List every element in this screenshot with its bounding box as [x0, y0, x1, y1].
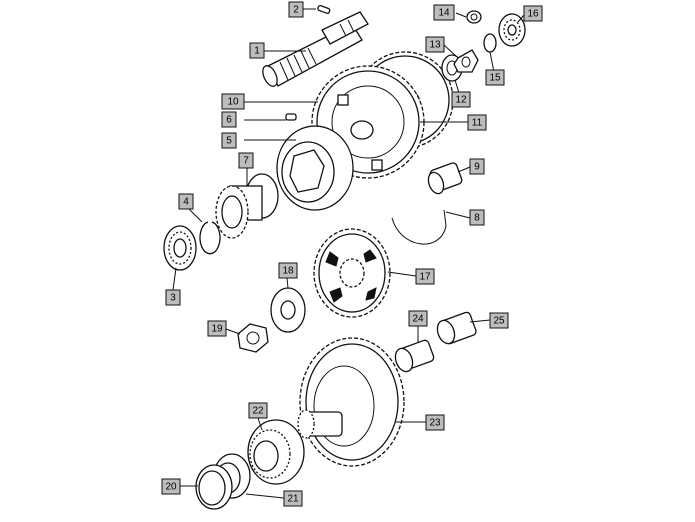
callout-13: 13	[425, 36, 445, 53]
callouts: 1 2 3 4 5 6 7 8 9 10 11 12 13 14 15 16 1…	[161, 1, 543, 507]
callout-label: 6	[226, 115, 232, 126]
part-thrust-washer	[270, 287, 306, 333]
callout-label: 4	[183, 197, 189, 208]
callout-label: 18	[282, 266, 294, 277]
leader-lines	[172, 8, 525, 499]
callout-label: 21	[287, 494, 299, 505]
callout-23: 23	[425, 414, 445, 431]
callout-4: 4	[178, 193, 194, 210]
part-clutch-hub	[276, 125, 354, 211]
callout-10: 10	[221, 93, 245, 110]
callout-label: 14	[438, 8, 450, 19]
callout-label: 13	[429, 40, 441, 51]
callout-16: 16	[523, 5, 543, 22]
callout-3: 3	[165, 289, 181, 306]
callout-24: 24	[408, 310, 428, 327]
callout-label: 10	[227, 97, 239, 108]
callout-label: 23	[429, 418, 441, 429]
callout-label: 11	[472, 118, 483, 129]
part-washer-15	[483, 33, 497, 53]
part-sprocket	[313, 228, 391, 318]
part-needle-bearing-24	[394, 339, 435, 373]
part-pin	[285, 113, 297, 121]
callout-18: 18	[278, 262, 298, 279]
callout-21: 21	[283, 490, 303, 507]
callout-label: 16	[527, 9, 539, 20]
part-washer-14	[466, 10, 482, 24]
callout-label: 25	[493, 316, 505, 327]
part-ball-bearing	[247, 419, 305, 485]
part-outer-race	[195, 464, 233, 510]
callout-label: 7	[243, 156, 249, 167]
part-wire-clip	[391, 209, 447, 245]
part-large-gear-shaft	[297, 337, 405, 467]
callout-9: 9	[469, 158, 485, 175]
callout-label: 8	[474, 213, 480, 224]
callout-14: 14	[433, 4, 455, 21]
callout-2: 2	[288, 1, 304, 18]
callout-label: 9	[474, 162, 480, 173]
callout-12: 12	[451, 91, 471, 108]
part-bearing-small	[163, 225, 197, 271]
callout-8: 8	[469, 209, 485, 226]
callout-label: 15	[489, 73, 501, 84]
callout-7: 7	[238, 152, 254, 169]
callout-label: 12	[455, 95, 467, 106]
callout-1: 1	[249, 42, 265, 59]
callout-label: 19	[211, 324, 223, 335]
callout-19: 19	[207, 320, 227, 337]
callout-label: 3	[170, 293, 176, 304]
part-shaft	[262, 11, 369, 87]
callout-label: 2	[293, 5, 299, 16]
callout-22: 22	[248, 402, 268, 419]
callout-20: 20	[161, 478, 181, 495]
callout-label: 5	[226, 136, 232, 147]
part-circlip	[199, 221, 221, 255]
callout-label: 22	[252, 406, 264, 417]
callout-label: 17	[419, 272, 431, 283]
callout-label: 20	[165, 482, 177, 493]
callout-25: 25	[489, 312, 509, 329]
callout-6: 6	[221, 111, 237, 128]
callout-5: 5	[221, 132, 237, 149]
callout-label: 1	[254, 46, 260, 57]
part-splined-sleeve	[215, 173, 279, 239]
callout-label: 24	[412, 314, 424, 325]
part-key	[317, 4, 331, 14]
part-bushing	[427, 162, 463, 195]
callout-11: 11	[467, 114, 487, 131]
part-hex-nut	[237, 323, 269, 353]
callout-17: 17	[415, 268, 435, 285]
part-needle-bearing-25	[436, 311, 477, 345]
part-nut-13	[453, 49, 479, 73]
callout-15: 15	[485, 69, 505, 86]
